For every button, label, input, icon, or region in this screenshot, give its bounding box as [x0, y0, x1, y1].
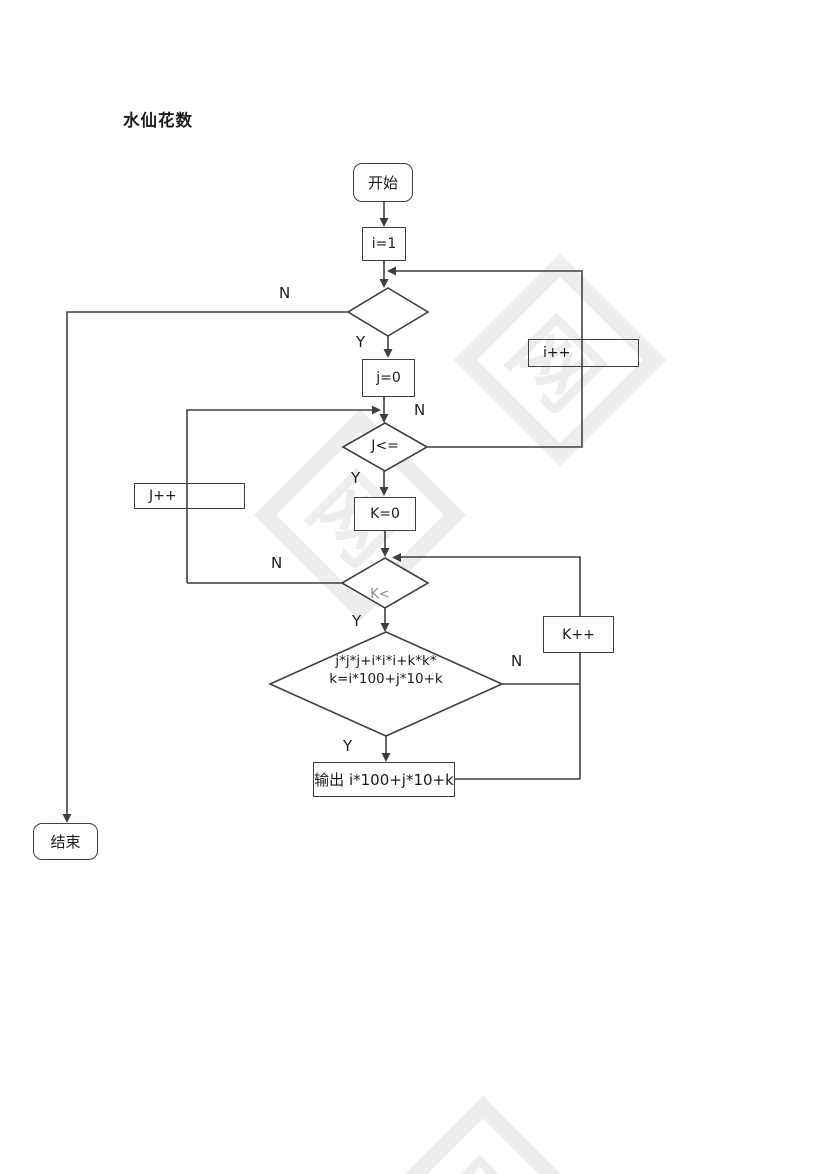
init-k-node: K=0	[354, 497, 416, 531]
arrowhead-into-init-k	[379, 487, 389, 496]
branch-label-cond-k-no: N	[271, 554, 283, 572]
arrowhead-into-cond-main	[380, 623, 390, 632]
edge-cond-j-no-to-inc-i-return	[390, 270, 583, 448]
arrowhead-into-cond-k	[380, 548, 390, 557]
branch-label-cond-i-yes: Y	[356, 333, 366, 351]
arrowhead-into-cond-i	[379, 279, 389, 288]
decision-j-diamond	[341, 422, 429, 472]
decision-main-label-line2: k=i*100+j*10+k	[329, 671, 443, 687]
edge-inc-k-return	[398, 556, 581, 779]
init-j-node: j=0	[362, 359, 415, 397]
arrowhead-inc-k-return	[392, 553, 401, 562]
arrowhead-inc-i-return	[387, 266, 396, 276]
decision-main-label-line1: j*j*j+i*i*i+k*k*	[335, 653, 437, 669]
start-node: 开始	[353, 163, 413, 202]
branch-label-cond-j-no: N	[414, 401, 426, 419]
decision-main-diamond	[268, 631, 504, 737]
increment-k-node: K++	[543, 616, 614, 653]
arrowhead-into-init-j	[383, 349, 393, 358]
init-i-node: i=1	[362, 227, 406, 261]
decision-i-diamond	[346, 287, 430, 337]
branch-label-cond-k-yes: Y	[352, 612, 362, 630]
branch-label-cond-main-no: N	[511, 652, 523, 670]
edge-inc-j-return	[186, 409, 376, 583]
branch-label-cond-i-no: N	[279, 284, 291, 302]
page-title: 水仙花数	[123, 111, 193, 130]
arrowhead-into-output	[381, 753, 391, 762]
decision-k-diamond	[340, 557, 430, 609]
branch-label-cond-j-yes: Y	[351, 469, 361, 487]
arrowhead-into-cond-j	[379, 414, 389, 423]
decision-k-label: K<	[370, 586, 390, 602]
decision-main-label: j*j*j+i*i*i+k*k* k=i*100+j*10+k	[286, 650, 486, 690]
branch-label-cond-main-yes: Y	[343, 737, 353, 755]
end-node: 结束	[33, 823, 98, 860]
edge-cond-i-no-to-end	[66, 311, 350, 818]
arrowhead-into-init-i	[379, 218, 389, 227]
increment-i-node: i++	[528, 339, 639, 367]
decision-j-label: J<=	[371, 438, 399, 454]
arrowhead-into-end	[62, 814, 72, 823]
output-node: 输出 i*100+j*10+k	[313, 762, 455, 797]
increment-j-node: J++	[134, 483, 245, 509]
arrowhead-inc-j-return	[372, 405, 381, 415]
